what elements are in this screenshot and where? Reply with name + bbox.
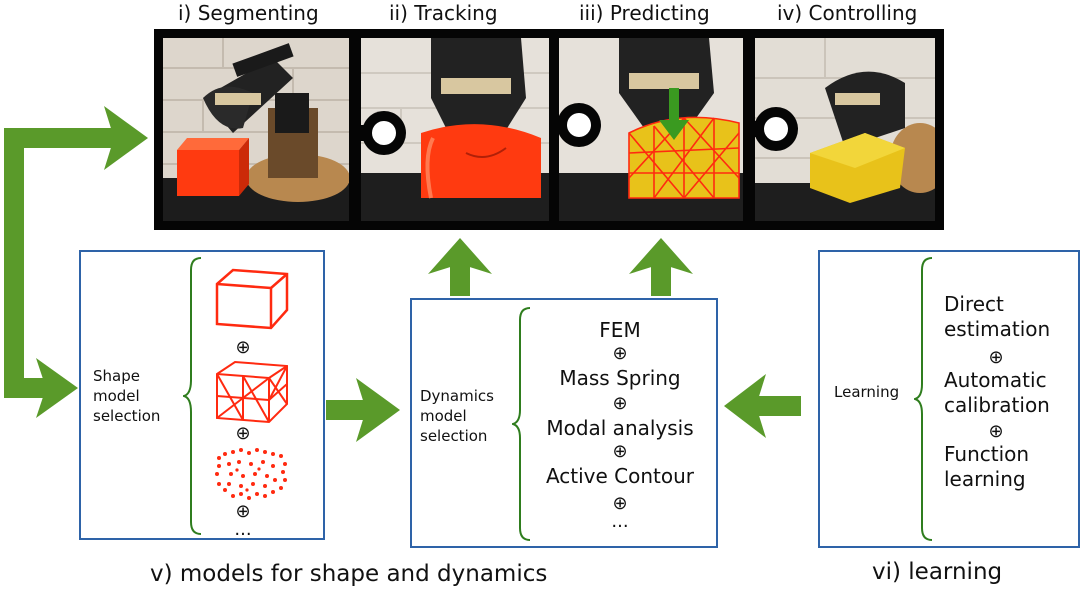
stage-label-predicting: iii) Predicting <box>579 1 710 25</box>
box-wireframe-icon <box>215 268 289 330</box>
learning-label: Learning <box>834 383 900 401</box>
caption-models: v) models for shape and dynamics <box>150 561 548 587</box>
dynamics-item-modal-analysis: Modal analysis <box>546 416 694 440</box>
learning-box: Learning Direct estimation ⊕ Automatic c… <box>818 250 1080 548</box>
puzzle-connectors <box>349 103 798 155</box>
dynamics-operator-2: ⊕ <box>612 393 628 414</box>
photo-strip <box>154 29 944 230</box>
learning-item-function-learning: Function learning <box>944 442 1030 491</box>
arrow-learning-to-dynamics <box>724 374 766 438</box>
dynamics-operator-3: ⊕ <box>612 441 628 462</box>
arrow-to-segmenting-head <box>104 106 148 170</box>
arrow-up-to-tracking <box>428 238 492 274</box>
caption-learning: vi) learning <box>872 559 1003 585</box>
dynamics-model-label: Dynamics model selection <box>420 387 494 445</box>
learning-operator-2: ⊕ <box>988 421 1004 442</box>
learning-item-direct-estimation: Direct estimation <box>944 292 1051 341</box>
arrow-to-shape-box-head <box>36 358 78 418</box>
dynamics-model-box: Dynamics model selection FEM ⊕ Mass Spri… <box>410 298 718 548</box>
shape-model-label: Shape model selection <box>93 367 161 425</box>
shape-model-box: Shape model selection ⊕ ⊕ <box>79 250 325 540</box>
learning-item-automatic-calibration: Automatic calibration <box>944 368 1050 417</box>
photo-panel-predicting <box>559 38 743 221</box>
shape-brace <box>183 257 202 535</box>
dynamics-ellipsis: ... <box>611 511 629 532</box>
arrow-up-to-predicting <box>629 238 693 274</box>
learning-brace <box>914 257 933 541</box>
stage-label-controlling: iv) Controlling <box>777 1 918 25</box>
dynamics-item-fem: FEM <box>599 318 641 342</box>
photo-panel-segmenting <box>163 38 349 221</box>
stage-label-tracking: ii) Tracking <box>389 1 498 25</box>
dynamics-item-mass-spring: Mass Spring <box>559 366 681 390</box>
shape-ellipsis: ... <box>234 519 252 540</box>
dynamics-operator-4: ⊕ <box>612 493 628 514</box>
shape-operator-3: ⊕ <box>235 501 251 522</box>
shape-operator-2: ⊕ <box>235 423 251 444</box>
learning-operator-1: ⊕ <box>988 347 1004 368</box>
point-cloud-icon <box>215 448 287 500</box>
stage-label-segmenting: i) Segmenting <box>178 1 319 25</box>
photo-panel-tracking <box>361 38 549 221</box>
mesh-wireframe-icon <box>216 360 288 424</box>
arrow-to-segmenting-shaft <box>4 128 118 148</box>
dynamics-item-active-contour: Active Contour <box>545 464 695 488</box>
dynamics-brace <box>512 307 531 541</box>
shape-operator-1: ⊕ <box>235 337 251 358</box>
dynamics-operator-1: ⊕ <box>612 343 628 364</box>
arrow-shape-to-dynamics <box>356 378 400 442</box>
